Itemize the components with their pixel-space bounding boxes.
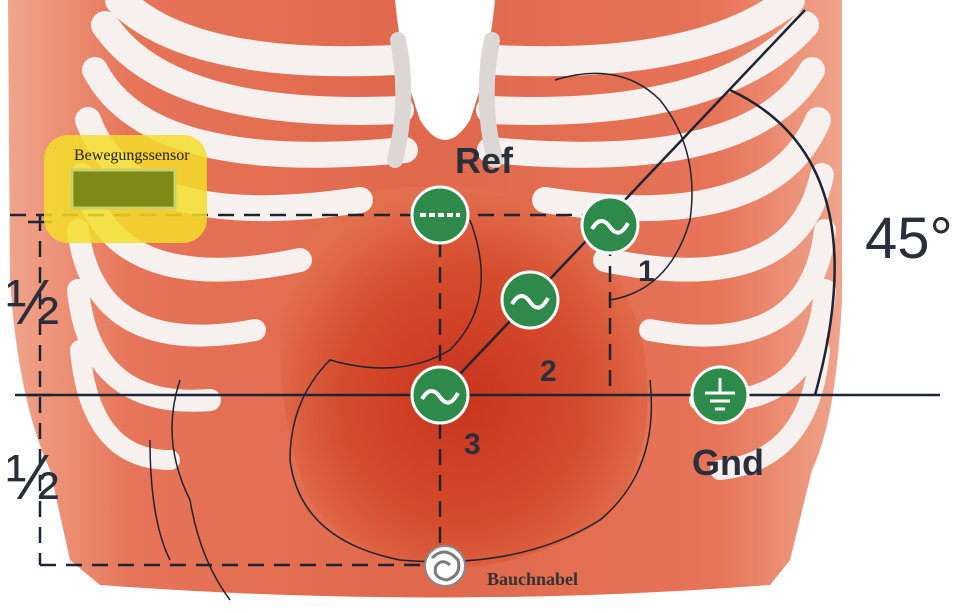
reference-electrode <box>412 187 468 243</box>
half-lower-label: ½ <box>6 440 59 514</box>
electrode-3-label: 3 <box>464 428 481 462</box>
angle-label: 45° <box>865 205 953 272</box>
electrode-1 <box>582 197 638 253</box>
electrode-2 <box>502 272 558 328</box>
navel-label: Bauchnabel <box>487 569 578 590</box>
electrode-3 <box>412 367 468 423</box>
ground-label: Gnd <box>692 442 764 484</box>
electrode-1-label: 1 <box>638 255 655 289</box>
electrode-2-label: 2 <box>540 355 557 389</box>
half-upper-label: ½ <box>6 265 59 339</box>
reference-label: Ref <box>455 140 513 182</box>
navel-icon <box>425 546 465 586</box>
ground-electrode <box>692 367 748 423</box>
motion-sensor-label: Bewegungssensor <box>74 147 190 165</box>
